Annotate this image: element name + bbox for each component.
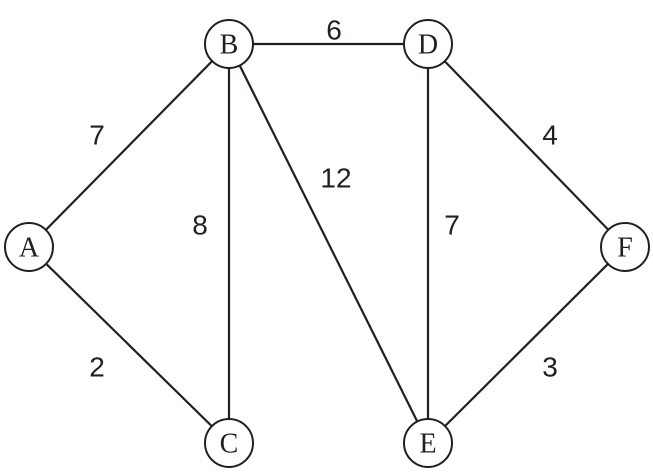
edge-weight-d-f: 4 <box>542 120 558 151</box>
edge-weight-b-e: 12 <box>320 163 351 194</box>
node-label-a: A <box>19 233 40 264</box>
edges-layer <box>28 42 626 444</box>
edge-e-f <box>427 246 626 444</box>
node-circle-c <box>204 418 254 468</box>
edge-b-e <box>228 43 429 444</box>
edge-d-f <box>427 43 626 248</box>
edge-weight-a-b: 7 <box>89 120 105 151</box>
edge-a-b <box>28 43 230 248</box>
nodes-layer: A B C D E F <box>4 19 650 468</box>
edge-weight-e-f: 3 <box>542 352 558 383</box>
edge-weight-a-c: 2 <box>89 352 105 383</box>
node-label-e: E <box>419 429 436 460</box>
edge-weight-b-c: 8 <box>192 210 208 241</box>
node-circle-f <box>600 222 650 272</box>
node-label-c: C <box>220 429 239 460</box>
edge-a-c <box>28 246 230 444</box>
node-b: B <box>204 19 254 69</box>
node-label-f: F <box>617 233 633 264</box>
node-a: A <box>4 222 54 272</box>
node-circle-a <box>4 222 54 272</box>
node-e: E <box>403 418 453 468</box>
node-d: D <box>403 19 453 69</box>
node-label-b: B <box>220 30 239 61</box>
node-label-d: D <box>418 30 438 61</box>
node-circle-b <box>204 19 254 69</box>
node-circle-d <box>403 19 453 69</box>
edge-weight-b-d: 6 <box>326 15 342 46</box>
node-circle-e <box>403 418 453 468</box>
edge-weights-layer: 7 2 8 6 12 7 4 3 <box>89 15 558 383</box>
edge-weight-d-e: 7 <box>444 210 460 241</box>
node-c: C <box>204 418 254 468</box>
node-f: F <box>600 222 650 272</box>
